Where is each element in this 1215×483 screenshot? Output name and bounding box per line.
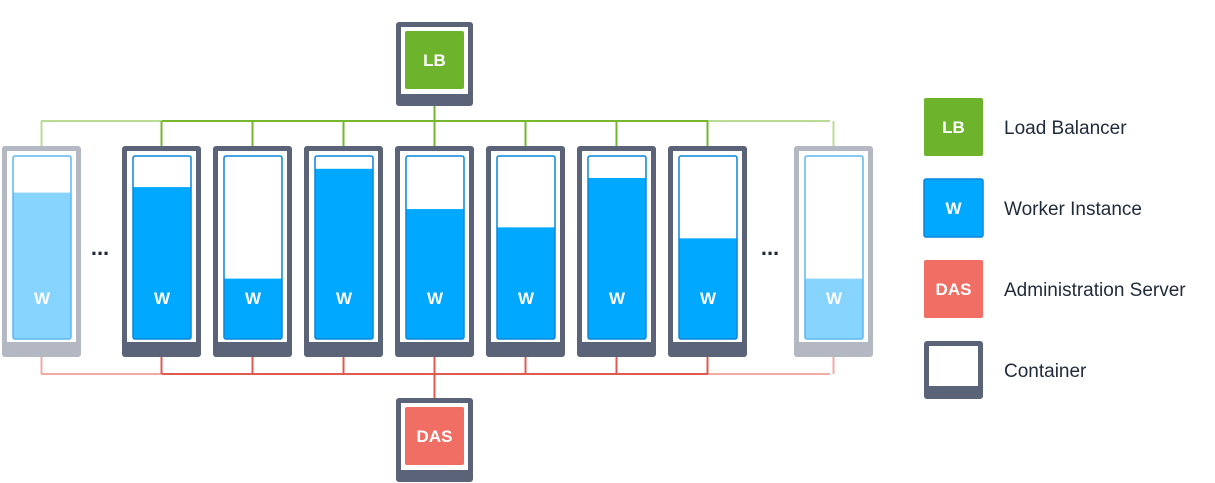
ellipsis-left: ... (91, 235, 109, 260)
worker-container-3: W (213, 146, 292, 357)
worker-tube-border (405, 155, 465, 340)
legend-item-lb: LB Load Balancer (924, 98, 1127, 156)
worker-container-9: W (794, 146, 873, 357)
lb-box (405, 31, 464, 89)
legend-container-swatch-inner (929, 346, 978, 386)
worker-load-fill (805, 278, 863, 339)
worker-label: W (700, 289, 717, 308)
worker-label: W (826, 289, 843, 308)
worker-load-fill (679, 238, 737, 339)
legend-worker-text: Worker Instance (1004, 199, 1142, 220)
worker-load-fill (406, 209, 464, 339)
legend-container-text: Container (1004, 361, 1087, 382)
worker-tube-border (496, 155, 556, 340)
worker-tube-border (314, 155, 374, 340)
legend-item-worker: W Worker Instance (923, 178, 1142, 238)
worker-load-fill (133, 187, 191, 339)
legend-das-swatch-label: DAS (936, 280, 972, 299)
worker-label: W (518, 289, 535, 308)
worker-load-fill (497, 227, 555, 339)
das-box (405, 407, 464, 465)
worker-label: W (609, 289, 626, 308)
ellipsis-right: ... (761, 235, 779, 260)
worker-container-6: W (486, 146, 565, 357)
worker-label: W (427, 289, 444, 308)
worker-label: W (245, 289, 262, 308)
worker-tube-border (12, 155, 72, 340)
worker-tube-border (804, 155, 864, 340)
worker-tube-border (132, 155, 192, 340)
legend-das-text: Administration Server (1004, 280, 1186, 301)
legend-das-swatch (924, 260, 983, 318)
legend-item-container: Container (924, 341, 1087, 399)
legend-item-das: DAS Administration Server (924, 260, 1186, 318)
worker-container-1: W (2, 146, 81, 357)
worker-tube-border (587, 155, 647, 340)
lb-label: LB (423, 51, 446, 70)
legend-lb-swatch (924, 98, 983, 156)
legend-lb-text: Load Balancer (1004, 118, 1127, 139)
worker-label: W (34, 289, 51, 308)
das-node: DAS (396, 398, 473, 482)
worker-load-fill (13, 192, 71, 339)
das-label: DAS (417, 427, 453, 446)
load-balancer-node: LB (396, 22, 473, 106)
legend: LB Load Balancer W Worker Instance DAS A… (923, 98, 1186, 399)
worker-label: W (154, 289, 171, 308)
worker-container-7: W (577, 146, 656, 357)
worker-container-8: W (668, 146, 747, 357)
worker-container-2: W (122, 146, 201, 357)
worker-tube-border (223, 155, 283, 340)
legend-worker-swatch-label: W (945, 199, 962, 218)
worker-tube-border (678, 155, 738, 340)
worker-load-fill (588, 177, 646, 339)
legend-worker-swatch (924, 179, 983, 237)
legend-lb-swatch-label: LB (942, 118, 965, 137)
worker-container-4: W (304, 146, 383, 357)
worker-load-fill (315, 168, 373, 339)
worker-label: W (336, 289, 353, 308)
worker-load-fill (224, 278, 282, 339)
worker-container-5: W (395, 146, 474, 357)
